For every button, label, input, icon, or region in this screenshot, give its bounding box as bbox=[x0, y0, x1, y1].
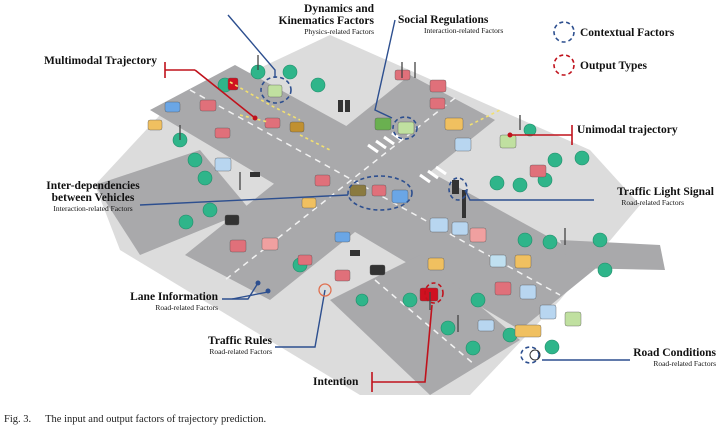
label-rules: Traffic Rules Road-related Factors bbox=[190, 335, 272, 356]
label-lane: Lane Information Road-related Factors bbox=[118, 291, 218, 312]
label-dynamics-sub: Physics-related Factors bbox=[304, 27, 374, 37]
lane-dot-1 bbox=[255, 280, 261, 286]
multimodal-dot bbox=[252, 115, 258, 121]
street-lamps bbox=[179, 55, 566, 332]
output-leaders bbox=[164, 62, 573, 392]
label-road: Road Conditions Road-related Factors bbox=[606, 347, 716, 368]
label-traffic-light-sub: Road-related Factors bbox=[621, 198, 684, 208]
label-interdep: Inter-dependencies between Vehicles Inte… bbox=[36, 180, 150, 213]
label-rules-title: Traffic Rules bbox=[208, 335, 272, 347]
label-lane-title: Lane Information bbox=[130, 291, 218, 303]
road-target bbox=[529, 349, 541, 361]
label-intention: Intention bbox=[313, 376, 358, 388]
label-rules-sub: Road-related Factors bbox=[209, 347, 272, 357]
legend-contextual-label: Contextual Factors bbox=[580, 27, 675, 39]
label-dynamics: Dynamics and Kinematics Factors Physics-… bbox=[262, 3, 375, 37]
label-intention-title: Intention bbox=[313, 376, 359, 388]
label-social-sub: Interaction-related Factors bbox=[424, 26, 504, 36]
lane-dot-2 bbox=[265, 288, 271, 294]
label-unimodal: Unimodal trajectory bbox=[577, 124, 678, 136]
label-traffic-light: Traffic Light Signal Road-related Factor… bbox=[594, 186, 714, 207]
label-road-title: Road Conditions bbox=[633, 347, 716, 359]
label-road-sub: Road-related Factors bbox=[653, 359, 716, 369]
unimodal-dot bbox=[507, 132, 513, 138]
legend-output-label: Output Types bbox=[580, 60, 648, 72]
road-east-curve bbox=[560, 240, 665, 270]
label-unimodal-title: Unimodal trajectory bbox=[577, 124, 678, 136]
label-traffic-light-title: Traffic Light Signal bbox=[617, 186, 714, 198]
output-circles bbox=[424, 54, 575, 304]
traffic-lights bbox=[250, 100, 466, 256]
label-dynamics-title: Dynamics and Kinematics Factors bbox=[278, 3, 375, 28]
rules-target bbox=[318, 283, 332, 297]
label-interdep-sub: Interaction-related Factors bbox=[53, 204, 133, 214]
legend-contextual: Contextual Factors bbox=[580, 27, 674, 39]
contextual-ellipses bbox=[260, 21, 575, 364]
label-social-title: Social Regulations bbox=[398, 14, 489, 26]
label-interdep-title: Inter-dependencies between Vehicles bbox=[46, 180, 140, 205]
caption-number: Fig. 3. bbox=[4, 414, 32, 425]
label-lane-sub: Road-related Factors bbox=[155, 303, 218, 313]
legend-output: Output Types bbox=[580, 60, 647, 72]
figure-caption: Fig. 3. The input and output factors of t… bbox=[4, 414, 266, 425]
label-multimodal-title: Multimodal Trajectory bbox=[44, 55, 157, 67]
trees bbox=[172, 64, 613, 356]
contextual-leaders bbox=[139, 14, 630, 361]
label-multimodal: Multimodal Trajectory bbox=[44, 55, 157, 67]
caption-text: The input and output factors of trajecto… bbox=[45, 414, 267, 425]
vehicles bbox=[147, 69, 582, 338]
label-social: Social Regulations Interaction-related F… bbox=[398, 14, 503, 35]
road-south bbox=[330, 255, 520, 395]
